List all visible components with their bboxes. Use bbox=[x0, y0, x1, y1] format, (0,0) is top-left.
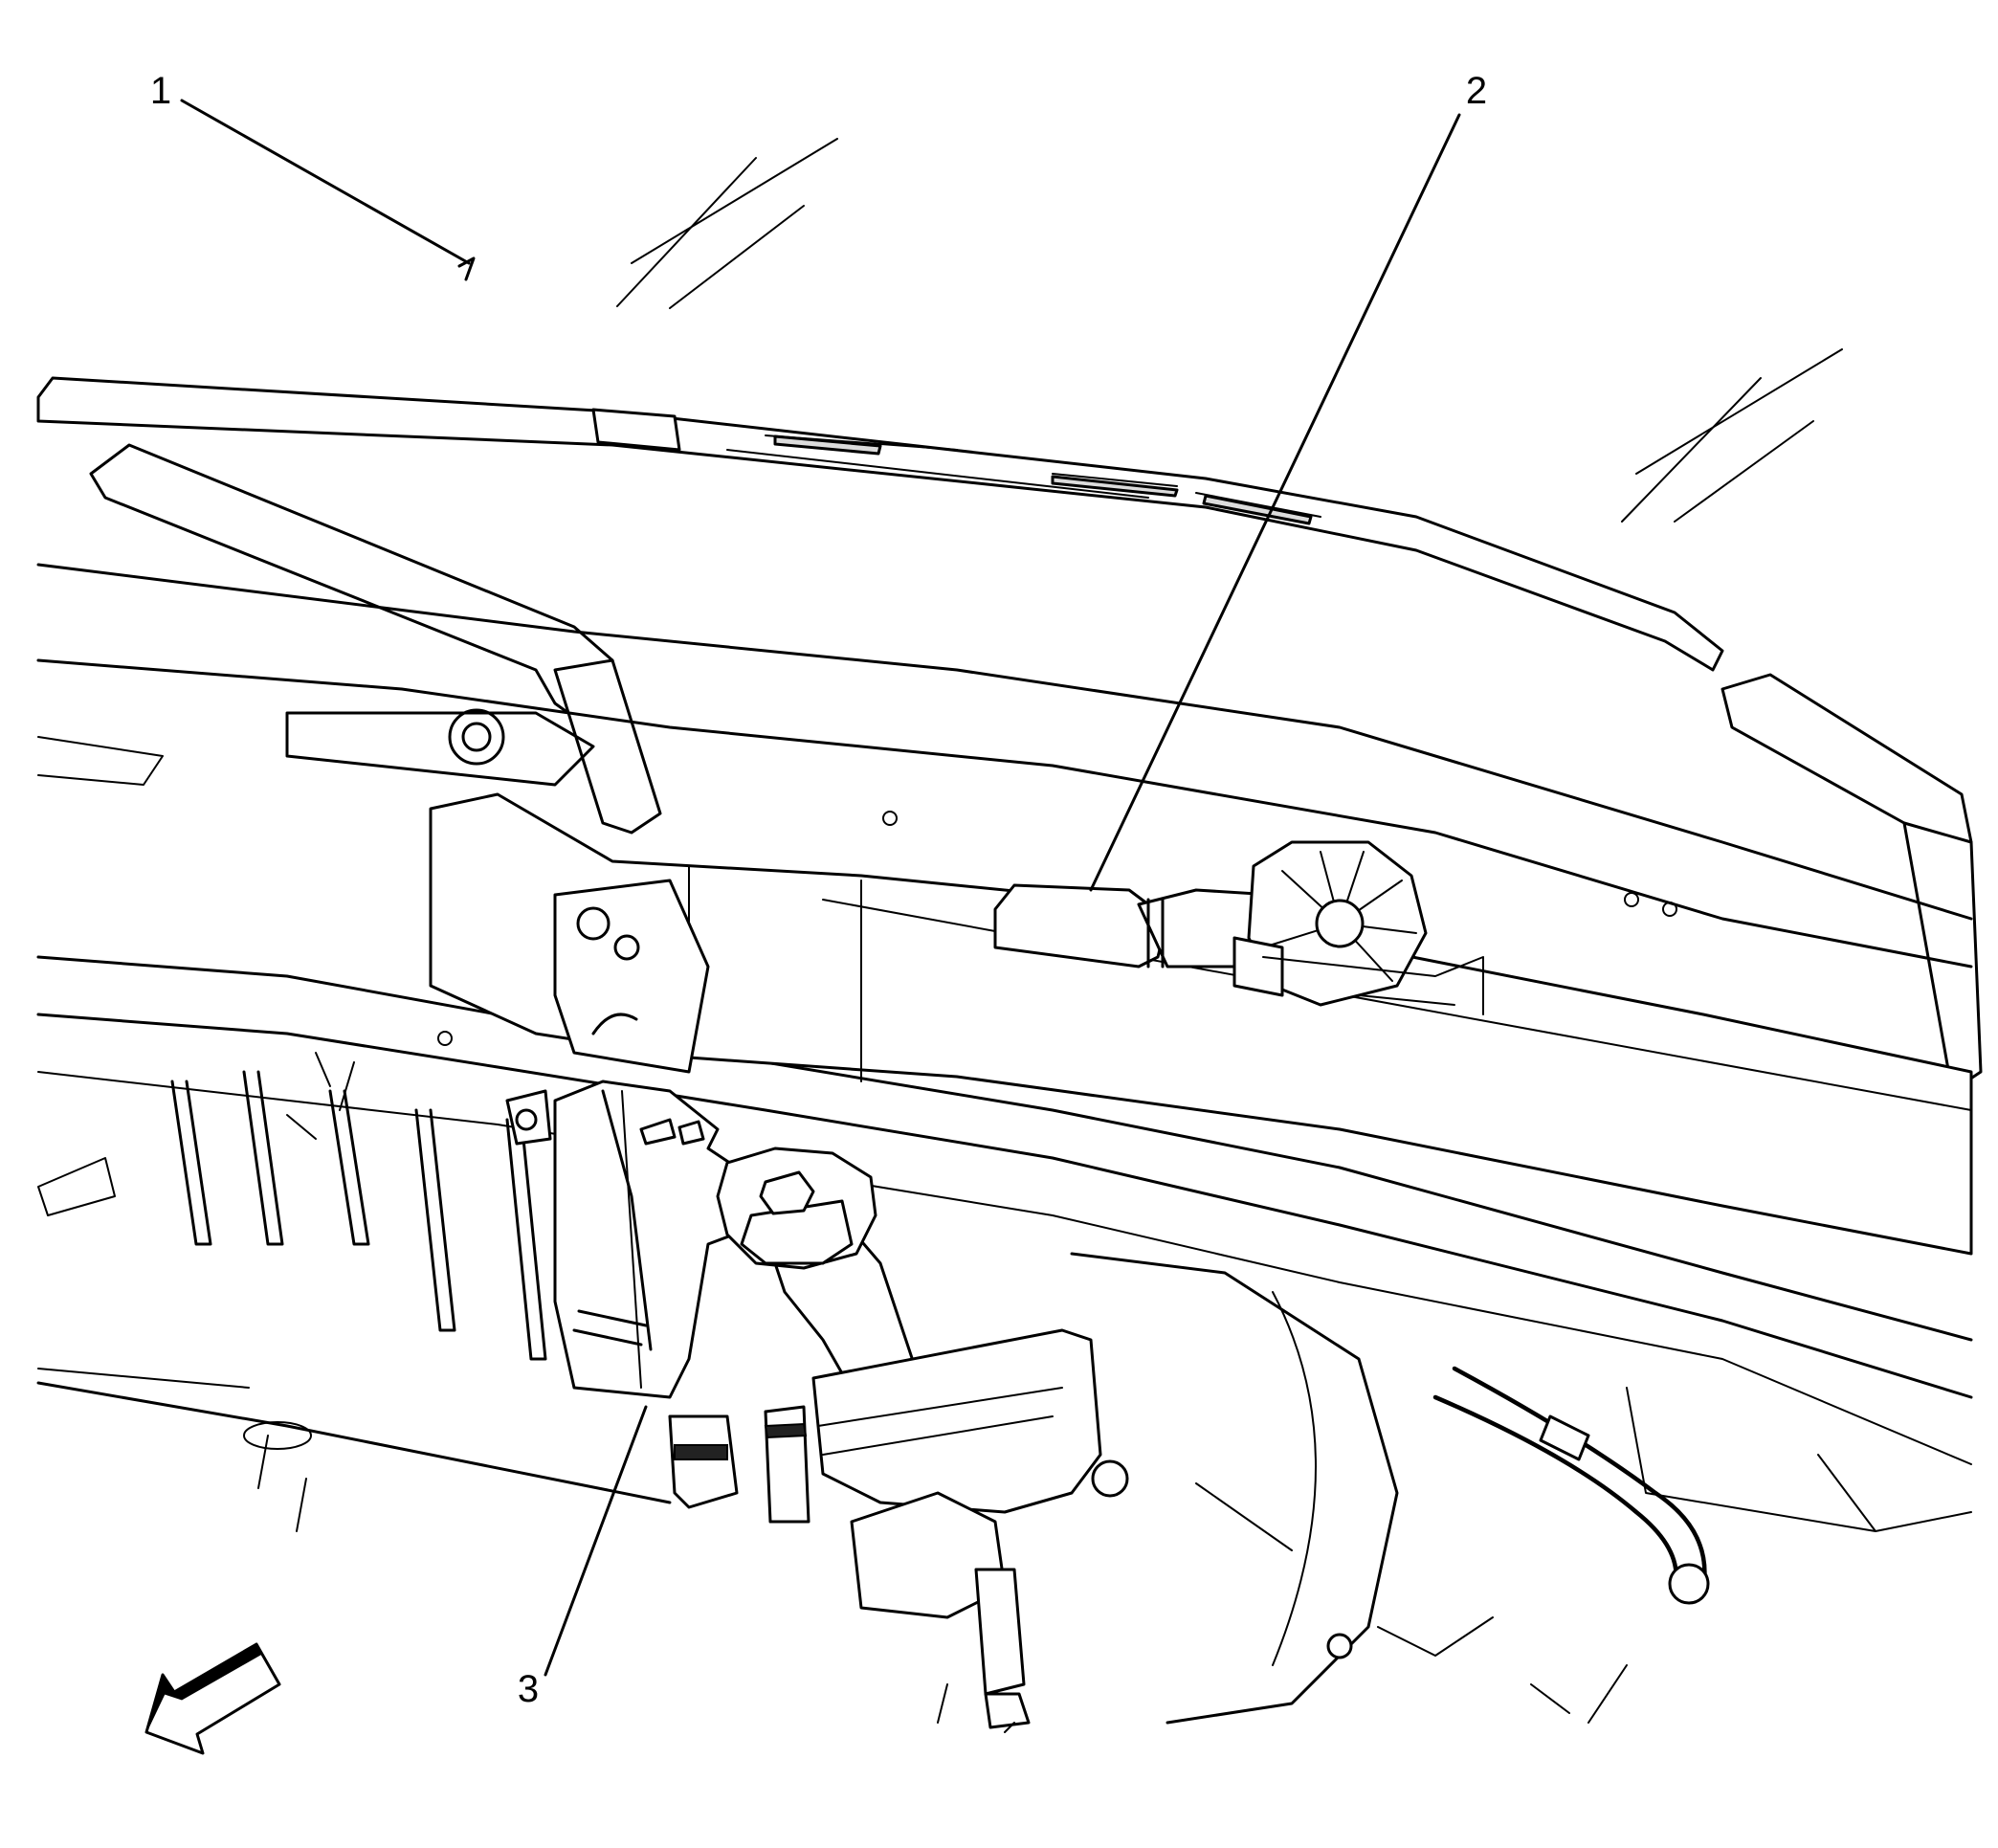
motor-gear-cover bbox=[1262, 851, 1417, 982]
reservoir-cap bbox=[716, 1147, 877, 1270]
leader-line-1 bbox=[180, 99, 471, 265]
washer-reservoir bbox=[553, 1080, 1102, 1524]
callout-3: 3 bbox=[518, 1668, 539, 1710]
leader-line-2 bbox=[1089, 113, 1461, 892]
leader-lines bbox=[180, 99, 1461, 1677]
wiper-module-housing bbox=[429, 792, 1973, 1256]
wiper-motor bbox=[993, 840, 1484, 1015]
leader-line-3 bbox=[544, 1405, 648, 1677]
wiper-arm-right bbox=[1720, 673, 1983, 1093]
cowl-panel bbox=[36, 563, 1973, 1465]
front-direction-arrow-icon bbox=[144, 1642, 281, 1755]
windshield-glass bbox=[616, 138, 1843, 523]
callout-2: 2 bbox=[1466, 70, 1487, 112]
lower-structure bbox=[36, 1052, 1972, 1733]
washer-pump bbox=[668, 1405, 810, 1524]
wiper-blade bbox=[36, 376, 1724, 672]
callout-1: 1 bbox=[150, 70, 171, 112]
wiper-arm-left bbox=[89, 443, 662, 835]
